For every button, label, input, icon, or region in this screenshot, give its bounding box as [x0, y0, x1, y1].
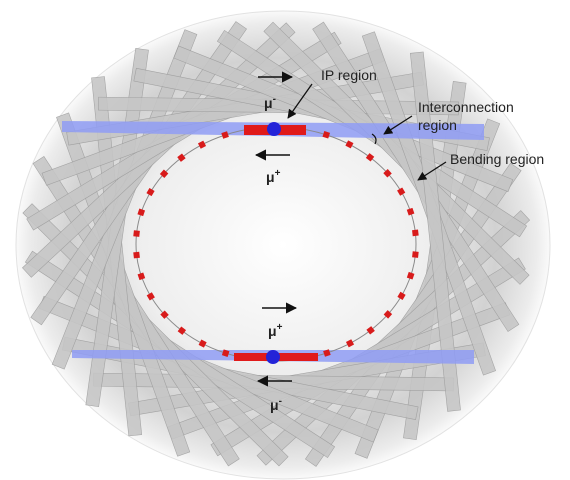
ip-point-bottom	[266, 350, 280, 364]
interconnection-marker	[397, 291, 406, 300]
magnet-bar	[409, 51, 461, 412]
interconnection-marker	[397, 187, 406, 196]
interconnection-marker	[406, 271, 415, 280]
interconnection-marker	[221, 349, 230, 357]
interconnection-marker	[146, 187, 155, 197]
muon-label-top-upper: μ-	[264, 94, 276, 111]
interconnection-marker	[133, 230, 140, 237]
interconnection-marker	[345, 140, 354, 149]
interconnection-marker	[177, 153, 186, 162]
interconnection-marker	[365, 153, 375, 162]
interconnection-marker	[412, 229, 419, 237]
muon-label-bottom-lower: μ-	[270, 396, 282, 413]
bending-region-label: Bending region	[450, 151, 544, 167]
interconnection-marker	[137, 208, 146, 217]
interconnection-marker	[146, 292, 155, 301]
interconnection-label-line1: Interconnection	[418, 99, 514, 115]
interconnection-marker	[137, 272, 146, 281]
interconnection-marker	[197, 140, 207, 149]
interconnection-label-line2: region	[418, 117, 457, 133]
interconnection-marker	[383, 169, 392, 178]
interconnection-marker	[322, 131, 331, 139]
interconnection-brace	[371, 133, 377, 145]
ip-region-label: IP region	[321, 67, 377, 83]
interconnection-marker	[198, 339, 207, 348]
interconnection-marker	[323, 349, 331, 357]
interconnection-marker	[412, 251, 419, 258]
interconnection-marker	[366, 326, 375, 335]
interconnection-marker	[133, 251, 140, 259]
muon-label-top-lower: μ+	[266, 168, 281, 185]
interconnection-marker	[177, 326, 187, 335]
pointer-interconnection	[383, 115, 413, 135]
interconnection-marker	[345, 339, 355, 348]
interconnection-markers	[133, 131, 419, 357]
interconnection-marker	[221, 131, 229, 139]
interconnection-marker	[406, 207, 415, 216]
interconnection-marker	[383, 310, 393, 319]
muon-label-bottom-upper: μ+	[268, 322, 283, 339]
pointer-bending	[417, 161, 447, 181]
interconnection-marker	[159, 169, 169, 178]
pointer-ip-region	[287, 83, 313, 119]
interconnection-marker	[160, 310, 169, 319]
ip-point-top	[267, 122, 281, 136]
